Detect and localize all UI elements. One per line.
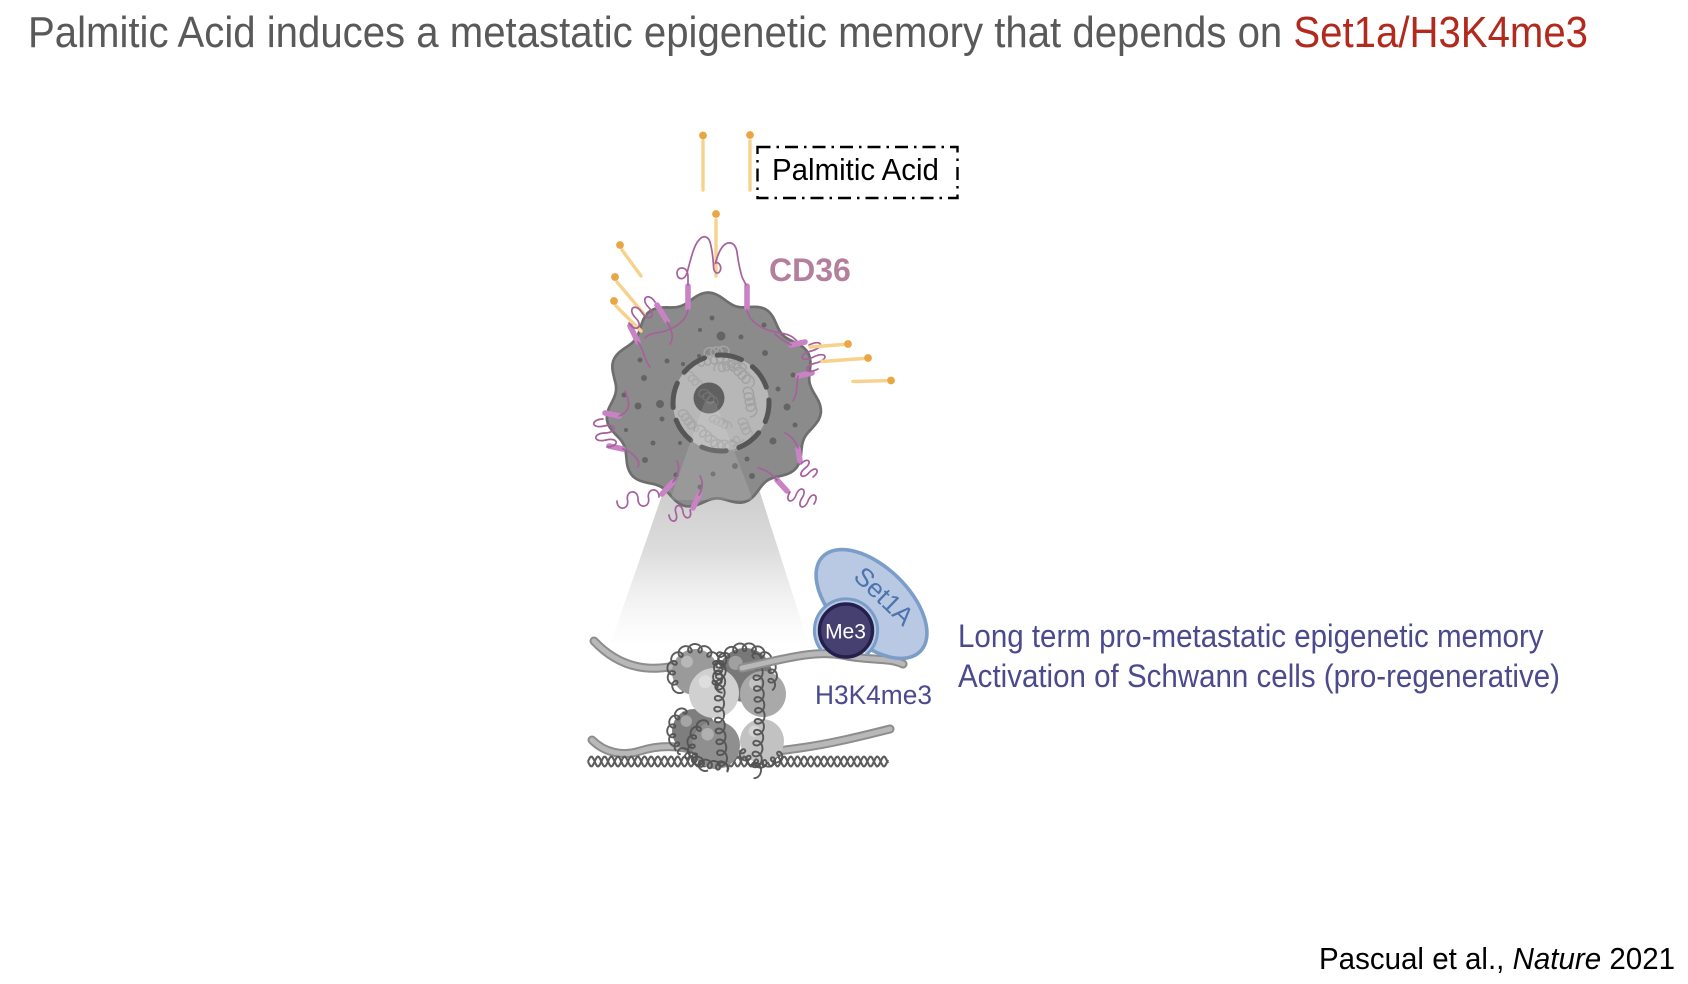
svg-text:Me3: Me3 [825, 621, 866, 644]
